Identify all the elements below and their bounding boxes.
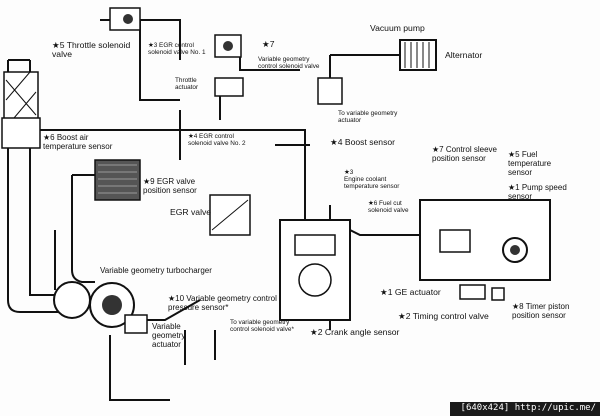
label-fuel-temp: ★5 Fuel temperature sensor bbox=[508, 150, 552, 177]
footer-bar: [640x424] http://upic.me/ bbox=[450, 402, 600, 416]
label-timer-piston: ★8 Timer piston position sensor bbox=[512, 302, 570, 320]
label-egr-valve: EGR valve bbox=[170, 207, 212, 217]
label-boost-sensor: ★4 Boost sensor bbox=[330, 137, 396, 147]
label-vacuum-pump: Vacuum pump bbox=[370, 23, 425, 33]
label-fuel-cut: ★6 Fuel cut solenoid valve bbox=[368, 200, 409, 214]
footer-text: [640x424] http://upic.me/ bbox=[460, 403, 596, 413]
label-coolant-temp: ★3 Engine coolant temperature sensor bbox=[344, 169, 400, 190]
label-timing-valve: ★2 Timing control valve bbox=[398, 311, 489, 321]
label-egr-position: ★9 EGR valve position sensor bbox=[143, 177, 197, 195]
label-egr-valve-no2: ★4 EGR control solenoid valve No. 2 bbox=[188, 133, 246, 147]
label-alternator: Alternator bbox=[445, 50, 483, 60]
label-control-sleeve: ★7 Control sleeve position sensor bbox=[432, 145, 497, 163]
label-boost-air-temp: ★6 Boost air temperature sensor bbox=[43, 133, 113, 151]
label-crank-angle: ★2 Crank angle sensor bbox=[310, 327, 400, 337]
label-ge-actuator: ★1 GE actuator bbox=[380, 287, 441, 297]
label-egr-valve-no1: ★3 EGR control solenoid valve No. 1 bbox=[148, 42, 206, 56]
label-star7-top: ★7 bbox=[262, 39, 275, 49]
label-vg-turbo: Variable geometry turbocharger bbox=[100, 266, 212, 275]
label-vg-pressure: ★10 Variable geometry control pressure s… bbox=[168, 294, 277, 312]
intercooler bbox=[94, 159, 141, 201]
label-pump-speed: ★1 Pump speed sensor bbox=[508, 183, 567, 201]
